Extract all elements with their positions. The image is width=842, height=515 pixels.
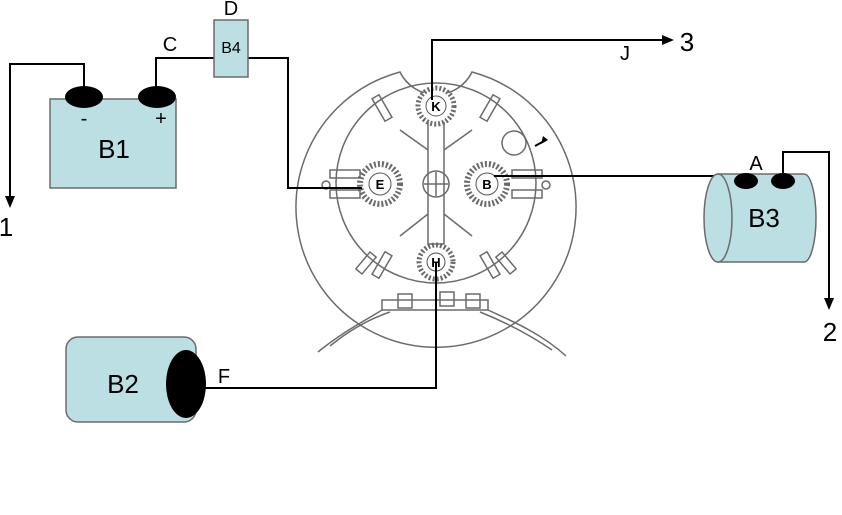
contact-b: B — [464, 161, 510, 207]
contact-k: K — [415, 85, 457, 127]
wire-j — [431, 39, 666, 100]
mounting-bracket — [317, 299, 567, 357]
wire-terminal-1 — [9, 63, 85, 200]
component-b2: B2 — [65, 336, 206, 423]
component-b4: B4 — [213, 19, 249, 78]
terminal-2-label: 2 — [823, 317, 837, 347]
label-a: A — [749, 153, 763, 175]
battery-plus-terminal — [138, 86, 176, 108]
wire-f — [205, 262, 437, 389]
wires — [9, 39, 830, 389]
arrow-terminal-3 — [662, 35, 674, 45]
b3-terminal-right — [771, 173, 795, 189]
centre-hub — [422, 170, 450, 198]
b3-terminal-a — [734, 173, 758, 189]
terminal-1-label: 1 — [0, 212, 13, 242]
contact-b-label: B — [482, 177, 491, 192]
arrow-terminal-1 — [5, 196, 15, 208]
battery-label: B1 — [98, 134, 130, 164]
battery-b1: - + B1 — [49, 86, 177, 189]
wire-c — [155, 57, 214, 88]
label-j: J — [620, 43, 630, 65]
outer-casing — [295, 71, 577, 349]
wire-terminal-2 — [782, 151, 830, 300]
label-c: C — [163, 34, 177, 56]
battery-plus-label: + — [155, 108, 167, 130]
wire-b4-to-e — [248, 57, 362, 189]
component-b2-cap — [166, 350, 206, 418]
arrow-terminal-2 — [824, 298, 834, 310]
contact-e: E — [357, 161, 403, 207]
terminal-3-label: 3 — [680, 27, 694, 57]
contact-e-label: E — [376, 177, 385, 192]
label-d: D — [224, 0, 238, 20]
component-b2-label: B2 — [107, 369, 139, 399]
label-f: F — [218, 366, 230, 388]
component-b4-label: B4 — [221, 40, 241, 57]
battery-minus-terminal — [65, 86, 103, 108]
contact-k-label: K — [431, 99, 441, 114]
component-b3-label: B3 — [748, 203, 780, 233]
battery-minus-label: - — [81, 108, 88, 130]
component-b3: B3 — [703, 173, 817, 263]
